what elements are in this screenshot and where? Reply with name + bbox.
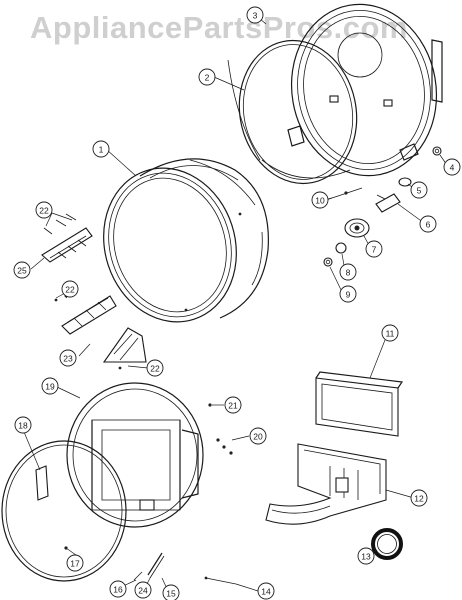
callout-4-label: 4 [450,163,455,173]
callout-2-circle [198,68,216,86]
rear-drum-head-assembly [227,3,443,185]
callout-23-circle [59,349,77,367]
callout-16-circle [109,580,127,598]
callout-1-circle [92,140,110,158]
duct-housing [265,443,387,525]
screws [208,403,233,455]
callout-18-label: 18 [18,421,28,431]
callout-22-circle [35,201,53,219]
callout-5-label: 5 [417,186,422,196]
callout-9-label: 9 [346,290,351,300]
callout-9-circle [339,285,357,303]
front-drum-head [66,382,204,528]
callout-8-label: 8 [346,268,351,278]
callout-21-label: 21 [228,401,238,411]
callout-19-label: 19 [45,382,55,392]
callout-22-label: 22 [150,364,160,374]
callout-20-circle [249,427,267,445]
callout-25-label: 25 [17,266,27,276]
callout-3-label: 3 [253,11,258,21]
callout-22-label: 22 [39,206,49,216]
callout-1-label: 1 [99,145,104,155]
callout-22-circle [146,359,164,377]
seal-gasket [371,528,403,560]
drum-lifters [41,213,147,370]
callout-25-circle [13,261,31,279]
callout-20-label: 20 [253,432,263,442]
callout-14-circle [257,582,275,600]
callout-13-label: 13 [361,552,371,562]
callout-15-circle [162,584,180,600]
callout-12-label: 12 [414,494,424,504]
callout-24-label: 24 [138,586,148,596]
callout-4-circle [443,158,461,176]
small-clips [133,552,237,585]
callout-22-circle [61,280,79,298]
callout-14-label: 14 [261,587,271,597]
callout-22-label: 22 [65,285,75,295]
callout-6-label: 6 [426,220,431,230]
callout-23-label: 23 [63,354,73,364]
callout-7-circle [365,240,383,258]
callout-21-circle [224,396,242,414]
callout-17-circle [66,554,84,572]
drum [103,158,269,323]
callout-10-circle [311,191,329,209]
callout-18-circle [14,416,32,434]
callout-11-label: 11 [386,329,395,339]
callout-5-circle [410,181,428,199]
callout-2-label: 2 [205,73,210,83]
callout-24-circle [134,581,152,599]
callout-6-circle [419,215,437,233]
callout-11-circle [381,324,399,342]
callout-7-label: 7 [372,245,377,255]
callout-10-label: 10 [315,196,325,206]
callout-16-label: 16 [113,585,123,595]
callout-8-circle [339,263,357,281]
front-seal-ring [1,440,127,582]
callout-3-circle [246,6,264,24]
lint-filter [315,371,404,437]
callout-17-label: 17 [70,559,80,569]
callout-19-circle [41,377,59,395]
hardware-parts [323,146,442,267]
callout-15-label: 15 [166,589,176,599]
callout-labels: 1234567891011121314151617181920212222232… [13,6,461,600]
callout-13-circle [357,547,375,565]
callout-12-circle [410,489,428,507]
